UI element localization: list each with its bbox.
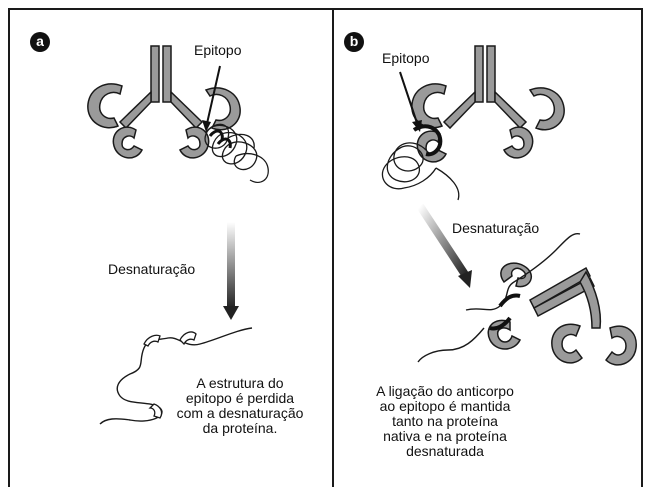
caption-b-line: ao epitopo é mantida bbox=[350, 399, 540, 414]
caption-a-line: A estrutura do bbox=[170, 376, 310, 391]
panel-a: a Epitopo Desnaturação A estrutura do ep… bbox=[8, 8, 334, 487]
caption-a-line: epitopo é perdida bbox=[170, 391, 310, 406]
antibody-stem-right bbox=[163, 46, 171, 102]
panel-b: b Epitopo Desnaturação A ligação do anti… bbox=[334, 8, 643, 487]
antibody-stem-left bbox=[151, 46, 159, 102]
antibody-arm-right-upper bbox=[171, 92, 202, 128]
caption-b: A ligação do anticorpo ao epitopo é mant… bbox=[350, 384, 540, 459]
antibody-curl-left-top bbox=[88, 84, 122, 128]
caption-a-line: com a desnaturação bbox=[170, 406, 310, 421]
antibody-b-bottom bbox=[488, 263, 636, 365]
panel-a-badge: a bbox=[30, 32, 50, 52]
protein-native-b bbox=[382, 143, 458, 200]
antibody-curl-left-bottom bbox=[113, 127, 142, 158]
epitope-label-a: Epitopo bbox=[194, 42, 241, 58]
antibody-b-top bbox=[412, 46, 564, 162]
antibody-curl-right-bottom bbox=[180, 127, 209, 158]
caption-b-line: tanto na proteína bbox=[350, 414, 540, 429]
denaturation-arrow-b bbox=[420, 206, 466, 276]
epitope-pointer-a bbox=[206, 66, 220, 128]
denatured-strand-b-tail bbox=[418, 328, 484, 362]
denaturation-label-a: Desnaturação bbox=[108, 261, 195, 277]
caption-a-line: da proteína. bbox=[170, 421, 310, 436]
caption-b-line: desnaturada bbox=[350, 444, 540, 459]
caption-a: A estrutura do epitopo é perdida com a d… bbox=[170, 376, 310, 436]
caption-b-line: nativa e na proteína bbox=[350, 429, 540, 444]
denaturation-label-b: Desnaturação bbox=[452, 220, 539, 236]
epitope-label-b: Epitopo bbox=[382, 50, 429, 66]
antibody-a bbox=[88, 46, 240, 158]
panel-b-badge: b bbox=[344, 32, 364, 52]
antibody-arm-left-upper bbox=[120, 92, 151, 128]
denaturation-arrowhead-a bbox=[223, 306, 239, 320]
denaturation-arrow-a bbox=[227, 222, 235, 308]
caption-b-line: A ligação do anticorpo bbox=[350, 384, 540, 399]
